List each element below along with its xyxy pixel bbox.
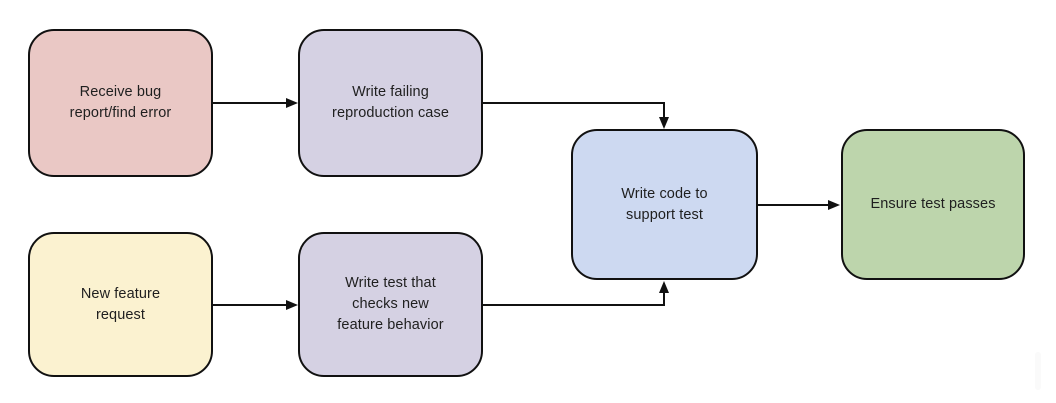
scrollbar-thumb[interactable] bbox=[1035, 352, 1041, 390]
node-write-test: Write test that checks new feature behav… bbox=[298, 232, 483, 377]
node-receive-bug: Receive bug report/find error bbox=[28, 29, 213, 177]
node-new-feature-request: New feature request bbox=[28, 232, 213, 377]
node-write-failing-repro: Write failing reproduction case bbox=[298, 29, 483, 177]
edge-write-test-to-write-code bbox=[483, 281, 669, 306]
edge-write-failing-repro-to-write-code bbox=[483, 102, 669, 129]
node-ensure-test-passes: Ensure test passes bbox=[841, 129, 1025, 280]
node-write-code: Write code to support test bbox=[571, 129, 758, 280]
